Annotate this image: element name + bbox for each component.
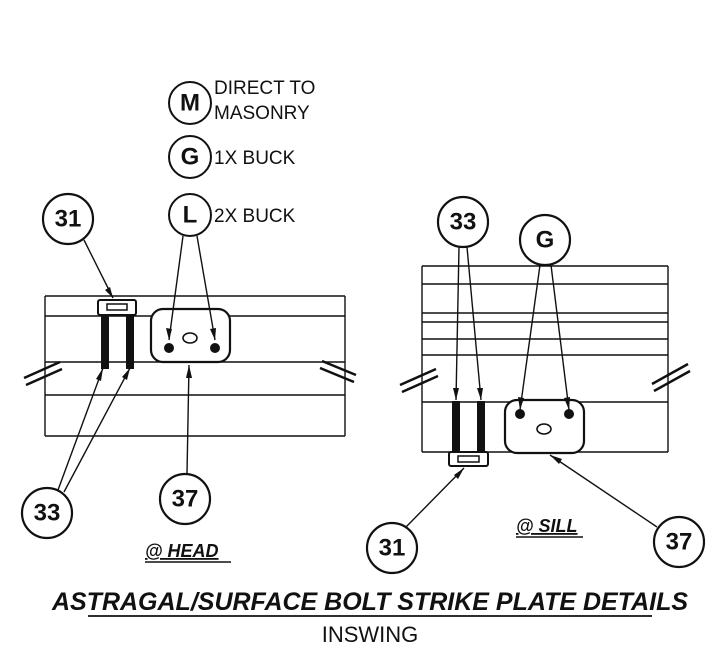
drawing-title: ASTRAGAL/SURFACE BOLT STRIKE PLATE DETAI… [51,588,688,616]
sill-break-left-a [399,367,437,387]
sill-arrow-g-left [518,397,524,410]
sill-plate-anchor-left [515,409,525,419]
sill-arrow-33-right [477,388,483,400]
head-arrow-anchor-right [210,328,216,340]
head-leader-anchor-right [196,235,216,341]
sill-plate-37 [503,398,586,455]
legend-letter-l: L [183,202,198,229]
sill-detail: 33 G 31 37 @ SILL [365,195,706,575]
head-plate-anchor-right [210,343,220,353]
sill-callout-33 [436,195,490,249]
sill-leader-37 [549,454,658,528]
head-strike-slot [106,303,128,311]
head-bolt-left [101,315,109,369]
legend-bubble-g [168,135,212,179]
head-break-right-a [321,359,357,377]
head-bolt-right [126,315,134,369]
head-detail: 31 33 37 @ HEAD [20,192,357,563]
legend-text-l: 2X BUCK [214,206,296,227]
sill-callout-g-text: G [536,227,555,254]
head-break-left-b [25,367,63,387]
head-plate-slot [182,332,198,344]
sill-arrow-g-right [564,397,570,410]
head-leader-33-right [63,367,131,493]
legend: M DIRECT TO MASONRY G 1X BUCK L 2X BUCK [168,78,315,237]
legend-bubble-m [168,81,212,125]
head-plate-anchor-left [164,343,174,353]
head-plate-37 [149,307,232,364]
head-arrow-33-right [122,368,130,380]
sill-callout-31-text: 31 [379,535,406,562]
head-arrow-37 [186,365,192,378]
head-leader-33-left [57,367,104,491]
head-leader-37 [186,364,190,475]
sill-arrow-31 [454,468,464,479]
sill-arrow-37 [550,455,562,464]
head-callout-37-text: 37 [172,486,199,513]
sill-callout-31 [365,521,419,575]
head-leader-anchor-left [168,235,184,341]
sill-break-right-b [653,369,691,393]
sill-strike-31 [448,451,489,467]
head-break-left-a [23,360,61,380]
title-block: ASTRAGAL/SURFACE BOLT STRIKE PLATE DETAI… [51,588,688,647]
sill-view-label: @ SILL [516,516,578,536]
sill-callout-37-text: 37 [666,529,693,556]
head-arrow-31 [105,287,113,298]
sill-strike-slot [457,455,480,463]
legend-letter-g: G [181,144,200,171]
sill-bolt-left [452,401,460,453]
head-view-label: @ HEAD [145,541,219,561]
sill-leader-33-left [455,246,460,401]
head-callout-33 [20,486,74,540]
head-break-right-b [319,366,355,384]
sill-break-right-a [651,362,689,386]
head-callout-31 [41,192,95,246]
sill-leader-31 [405,467,465,528]
legend-text-m-line2: MASONRY [214,103,310,124]
drawing-subtitle: INSWING [322,622,419,647]
legend-text-g: 1X BUCK [214,148,296,169]
sill-arrow-33-left [453,388,459,400]
legend-text-m-line1: DIRECT TO [214,78,315,99]
legend-letter-m: M [180,90,200,117]
sill-callout-g [518,213,572,267]
head-strike-31 [97,299,137,316]
sill-callout-37 [652,515,706,569]
head-arrow-33-left [96,368,103,381]
sill-bolt-right [477,401,485,453]
sill-plate-anchor-right [564,409,574,419]
legend-bubble-l [168,193,212,237]
sill-plate-slot [536,423,552,435]
sill-break-left-b [401,374,439,394]
head-callout-33-text: 33 [34,500,61,527]
sill-callout-33-text: 33 [450,209,477,236]
head-arrow-anchor-left [166,328,172,340]
sill-leader-g-left [519,264,541,411]
head-callout-37 [158,472,212,526]
sill-leader-g-right [550,264,570,411]
sill-leader-33-right [466,246,482,401]
head-callout-31-text: 31 [55,206,82,233]
